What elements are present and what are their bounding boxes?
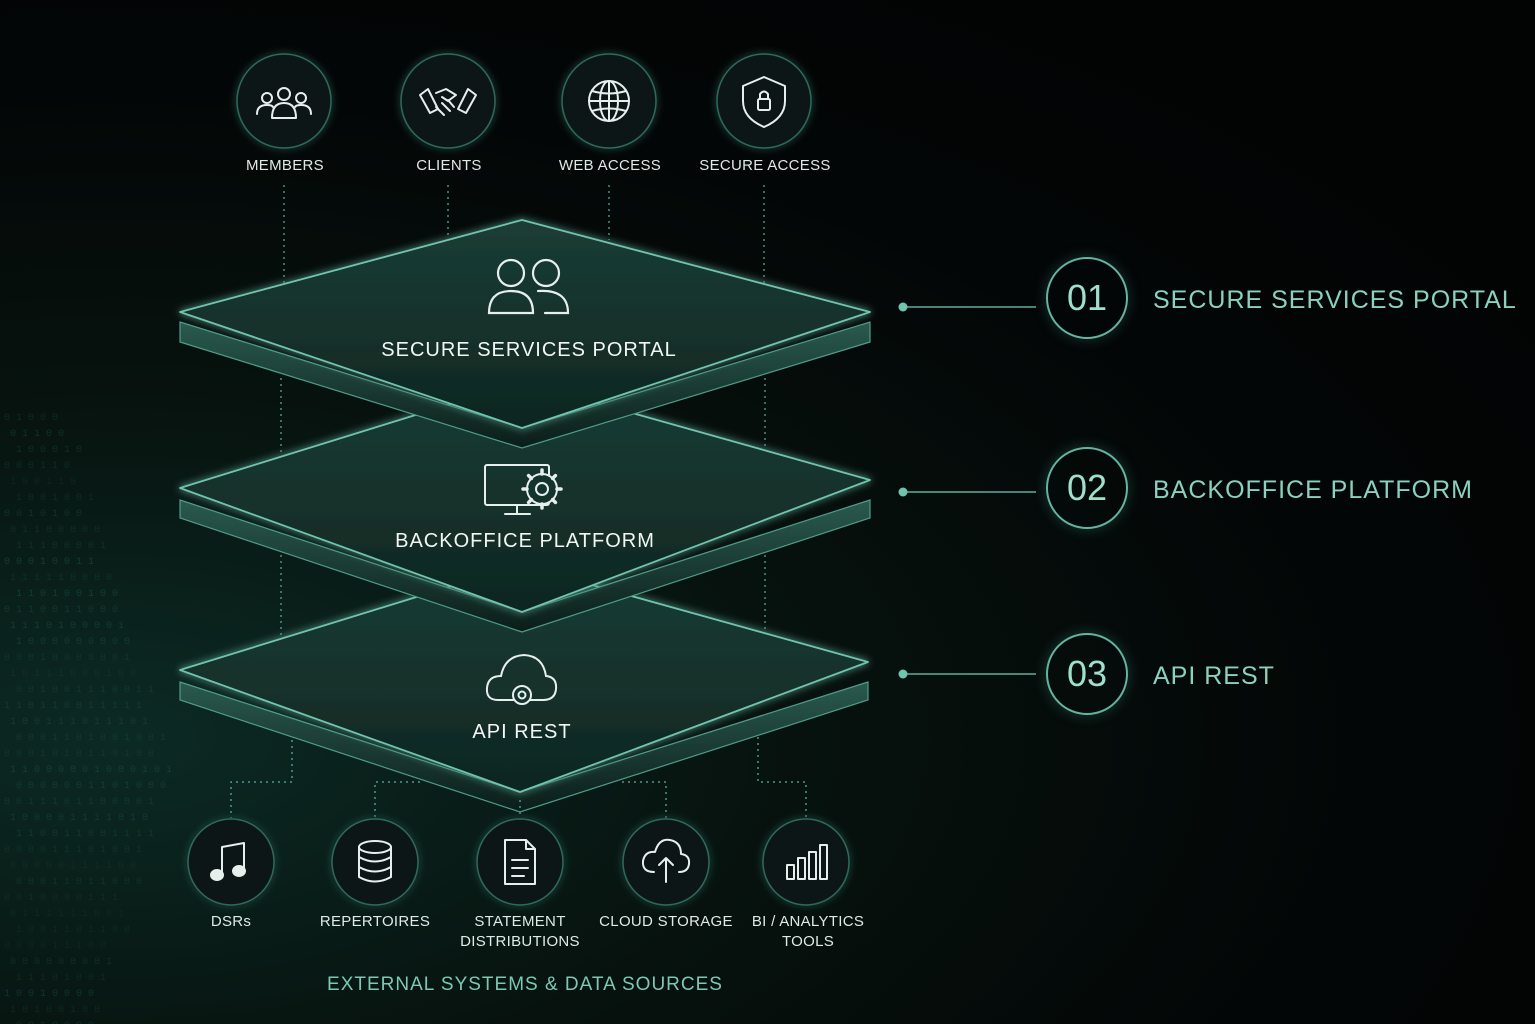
document-icon [504, 839, 536, 885]
svg-text:0 0 1 0 0 1 1 1 0 0 1 1: 0 0 1 0 0 1 1 1 0 0 1 1 [16, 685, 154, 696]
legend-connectors [903, 306, 1036, 675]
svg-text:0 0 0 0 1 1 1 0 0: 0 0 0 0 1 1 1 0 0 [4, 941, 106, 952]
layer-title-api: API REST [472, 721, 572, 743]
legend-label-backoffice: BACKOFFICE PLATFORM [1153, 476, 1473, 504]
svg-text:0 1 1 1 1 1 1 0 0 1: 0 1 1 1 1 1 1 0 0 1 [10, 909, 124, 920]
svg-text:1 0 0 1 0 0 0 0: 1 0 0 1 0 0 0 0 [4, 989, 94, 1000]
source-label-web-access: WEB ACCESS [558, 157, 662, 174]
document-node [476, 818, 564, 906]
layer-portal[interactable] [179, 219, 871, 449]
svg-text:1 1 0 0 0 0 0 1 0 0 0 1 0 1: 1 1 0 0 0 0 0 1 0 0 0 1 0 1 [10, 765, 172, 776]
globe-node [561, 53, 657, 149]
bar-chart-icon [786, 844, 828, 880]
layer-api-rest[interactable] [179, 564, 869, 813]
handshake-icon [419, 88, 477, 116]
globe-icon [588, 80, 630, 122]
svg-text:0 0 0 0 1 1 1 0 1 0 0 1: 0 0 0 0 1 1 1 0 1 0 0 1 [4, 845, 142, 856]
shield-lock-node [716, 53, 812, 149]
source-label-dsrs: DSRs [210, 913, 252, 930]
music-note-node [187, 818, 275, 906]
svg-text:1 0 0 1 0 0 1: 1 0 0 1 0 0 1 [16, 493, 94, 504]
svg-text:1 0 0 1 1 0: 1 0 0 1 1 0 [10, 477, 76, 488]
music-note-icon [210, 842, 246, 881]
svg-text:0 0 0 1 0 1 0 1 1 0 1 0 0: 0 0 0 1 0 1 0 1 1 0 1 0 0 [4, 749, 154, 760]
layer-title-portal: SECURE SERVICES PORTAL [381, 339, 677, 361]
source-label-clients: CLIENTS [416, 157, 482, 174]
source-label-secure-access: SECURE ACCESS [699, 157, 831, 174]
legend-dot [898, 302, 908, 312]
svg-text:0 0 0 0 0 0 0 0 1: 0 0 0 0 0 0 0 0 1 [10, 957, 112, 968]
source-label-statement: STATEMENT DISTRIBUTIONS [460, 913, 580, 950]
legend-number-03: 03 [1046, 633, 1128, 715]
svg-text:1 0 1 1 1 0 0 0 1 0 0: 1 0 1 1 1 0 0 0 1 0 0 [10, 669, 136, 680]
svg-text:0 0 0 0 0 1 1 1 1 0 0: 0 0 0 0 0 1 1 1 1 0 0 [10, 861, 136, 872]
svg-text:0 0 1 1 1 0 1 1 0 0 0 0 1: 0 0 1 1 1 0 1 1 0 0 0 0 1 [4, 797, 154, 808]
layer-title-backoffice: BACKOFFICE PLATFORM [395, 530, 655, 552]
cloud-upload-icon [641, 838, 691, 883]
legend-label-api: API REST [1153, 662, 1275, 690]
svg-text:1 1 0 1 0 0 1 0 0: 1 1 0 1 0 0 1 0 0 [16, 589, 118, 600]
bottom-connectors [230, 737, 807, 818]
svg-text:0 0 1 0 1 0 0: 0 0 1 0 1 0 0 [4, 509, 82, 520]
cloud-gear-icon [485, 653, 558, 705]
users-node [236, 53, 332, 149]
legend-dot [898, 669, 908, 679]
svg-text:0 0 0 1 1 0 1 0 0 1 0 0 1: 0 0 0 1 1 0 1 0 0 1 0 0 1 [16, 733, 166, 744]
layer-portal-icon [487, 258, 570, 315]
svg-text:0 0 1 0 0 0 0: 0 0 1 0 0 0 0 [16, 1021, 94, 1024]
svg-text:0 0 0 1 0 0 0 0 0 0 1: 0 0 0 1 0 0 0 0 0 0 1 [4, 653, 130, 664]
bar-chart-node [762, 818, 850, 906]
source-label-repertoires: REPERTOIRES [319, 913, 431, 930]
layer-backoffice[interactable] [179, 381, 871, 633]
svg-text:0 1 1 0 0 1 1 0 0 0: 0 1 1 0 0 1 1 0 0 0 [4, 605, 118, 616]
svg-text:1 0 0 0 1 0: 1 0 0 0 1 0 [16, 445, 82, 456]
svg-text:1 1 1 0 0 0 0 1: 1 1 1 0 0 0 0 1 [16, 541, 106, 552]
monitor-gear-icon [484, 464, 563, 515]
svg-text:1 0 1 0 0 1 0 0: 1 0 1 0 0 1 0 0 [10, 1005, 100, 1016]
source-label-bi: BI / ANALYTICS TOOLS [751, 913, 865, 950]
legend-label-portal: SECURE SERVICES PORTAL [1153, 286, 1517, 314]
database-icon [358, 840, 392, 883]
svg-text:1 1 1 0 1 0 0 0 0 1: 1 1 1 0 1 0 0 0 0 1 [10, 621, 124, 632]
cloud-upload-node [622, 818, 710, 906]
svg-text:0 0 0 1 0 0 1 1: 0 0 0 1 0 0 1 1 [4, 557, 94, 568]
svg-text:1 1 0 0 1 1 0 0 1 1 1 1: 1 1 0 0 1 1 0 0 1 1 1 1 [16, 829, 154, 840]
svg-text:0 0 0 1 1 0 1 1 0 0 0: 0 0 0 1 1 0 1 1 0 0 0 [16, 877, 142, 888]
svg-text:1 1 1 1 1 0 0 0 0: 1 1 1 1 1 0 0 0 0 [10, 573, 112, 584]
svg-text:1 1 1 0 1 0 0 1: 1 1 1 0 1 0 0 1 [16, 973, 106, 984]
source-label-cloud: CLOUD STORAGE [599, 913, 733, 930]
legend-number-02: 02 [1046, 447, 1128, 529]
svg-text:1 0 0 0 0 0 0 0 0 0: 1 0 0 0 0 0 0 0 0 0 [16, 637, 130, 648]
svg-text:1 0 0 0 0 1 1 1 1 0 1 0: 1 0 0 0 0 1 1 1 1 0 1 0 [10, 813, 148, 824]
handshake-node [400, 53, 496, 149]
svg-text:1 0 0 1 1 0 1 1 0 0: 1 0 0 1 1 0 1 1 0 0 [16, 925, 130, 936]
svg-text:0 0 0 1 1 0: 0 0 0 1 1 0 [4, 461, 70, 472]
svg-text:0 1 1 0 0: 0 1 1 0 0 [10, 429, 64, 440]
svg-text:1 0 0 1 1 1 0 1 1 1 0 1: 1 0 0 1 1 1 0 1 1 1 0 1 [10, 717, 148, 728]
shield-lock-icon [742, 76, 786, 128]
database-node [331, 818, 419, 906]
source-label-members: MEMBERS [246, 157, 324, 174]
svg-text:0 1 0 0 0: 0 1 0 0 0 [4, 413, 58, 424]
svg-text:0 0 0 0 0 0 1 1 0 1 0 0 0: 0 0 0 0 0 0 1 1 0 1 0 0 0 [16, 781, 166, 792]
svg-text:0 0 1 0 0 0 0 1 1 1: 0 0 1 0 0 0 0 1 1 1 [4, 893, 118, 904]
svg-text:1 1 0 1 1 0 0 1 1 1 1 1: 1 1 0 1 1 0 0 1 1 1 1 1 [4, 701, 142, 712]
svg-text:0 1 1 0 0 0 0 0: 0 1 1 0 0 0 0 0 [10, 525, 100, 536]
footer-caption: EXTERNAL SYSTEMS & DATA SOURCES [327, 974, 723, 995]
legend-dot [898, 487, 908, 497]
legend-number-01: 01 [1046, 257, 1128, 339]
users-icon [256, 87, 312, 119]
